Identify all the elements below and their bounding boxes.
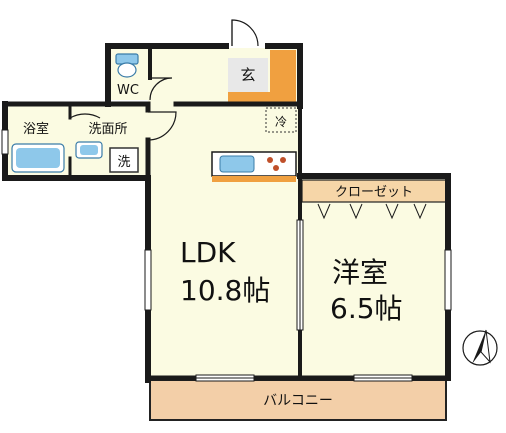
kitchen-counter <box>211 151 297 182</box>
bathtub-icon <box>11 143 65 173</box>
washroom-label: 洗面所 <box>88 122 127 137</box>
toilet-icon <box>115 53 139 78</box>
floor-fills <box>5 48 448 421</box>
balcony-area <box>149 379 447 421</box>
window-bath <box>1 129 9 155</box>
ldk-name: LDK <box>180 236 236 269</box>
balcony-label: バルコニー <box>263 393 333 409</box>
fridge-space <box>265 107 297 133</box>
fridge-label: 冷 <box>275 115 287 129</box>
ldk-size: 10.8帖 <box>180 274 270 307</box>
openings <box>1 129 452 382</box>
closet-label: クローゼット <box>335 185 413 200</box>
ldk-door-swing <box>147 111 177 141</box>
window-ldk-left <box>144 249 152 311</box>
wall-bath-left <box>2 101 151 181</box>
western-name: 洋室 <box>332 256 388 289</box>
wc-door-swing <box>149 77 173 101</box>
washroom-door-swing <box>69 113 101 119</box>
fixtures <box>11 53 427 220</box>
genkan-label: 玄 <box>240 66 255 84</box>
walls <box>2 43 451 383</box>
washer-box <box>109 147 139 173</box>
bath-label: 浴室 <box>23 121 49 137</box>
washer-label: 洗 <box>117 155 130 170</box>
doors <box>69 19 259 141</box>
front-door-swing <box>231 19 259 47</box>
labels: 玄 WC 浴室 洗面所 洗 冷 LDK 10.8帖 クローゼット 洋室 6.5帖… <box>23 66 413 409</box>
north-arrow-icon <box>462 329 498 366</box>
window-western-right <box>444 249 452 311</box>
genkan-floor <box>228 58 268 92</box>
closet-doors <box>317 203 427 220</box>
sink-icon <box>75 141 103 159</box>
shoe-box-lower <box>228 92 296 104</box>
western-size: 6.5帖 <box>330 292 403 325</box>
wc-label: WC <box>117 83 139 98</box>
stove-burners-icon <box>267 157 286 171</box>
